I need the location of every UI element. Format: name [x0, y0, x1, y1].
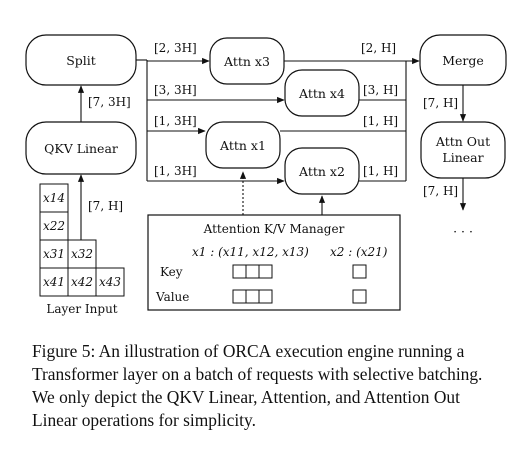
attn-x1-box: [205, 121, 281, 169]
caption-prefix: Figure 5: An illustration of: [32, 341, 223, 361]
label-split-x3: [2, 3H]: [154, 41, 197, 55]
split-label: Split: [66, 53, 96, 68]
attn-out-linear-label-1: Attn Out: [435, 134, 490, 149]
layer-input-cell: x42: [71, 275, 93, 289]
kv-key-cell-x2: [352, 264, 367, 279]
attn-x3-label: Attn x3: [223, 54, 270, 69]
attn-x4-box: [284, 69, 360, 117]
label-x3-merge: [2, H]: [361, 41, 396, 55]
attn-out-linear-label-2: Linear: [442, 150, 483, 165]
label-split-x4: [3, 3H]: [154, 83, 197, 97]
caption-suffix: execution engine running a Transformer l…: [32, 341, 483, 430]
ellipsis: · · ·: [453, 224, 473, 239]
figure-caption: Figure 5: An illustration of ORCA execut…: [32, 340, 502, 432]
layer-input-cell: x41: [43, 275, 65, 289]
kv-x1-header: x1 : (x11, x12, x13): [192, 245, 309, 259]
label-merge-outlinear: [7, H]: [423, 96, 458, 110]
label-input-qkv: [7, H]: [88, 199, 123, 213]
label-split-x2: [1, 3H]: [154, 164, 197, 178]
kv-key-label: Key: [160, 265, 183, 279]
label-x4-out: [3, H]: [363, 83, 398, 97]
kv-manager-box: [147, 214, 401, 311]
caption-orca: ORCA: [222, 341, 272, 361]
label-x1-out: [1, H]: [363, 114, 398, 128]
attn-x1-label: Attn x1: [219, 138, 266, 153]
kv-key-cells-x1: [232, 264, 273, 279]
layer-input-cell: x22: [43, 219, 65, 233]
kv-manager-title: Attention K/V Manager: [203, 222, 345, 236]
kv-value-label: Value: [155, 290, 189, 304]
attn-x4-label: Attn x4: [298, 86, 345, 101]
layer-input-cell: x14: [43, 191, 65, 205]
layer-input-cell: x43: [99, 275, 121, 289]
layer-input-grid: [39, 183, 125, 297]
attn-x2-label: Attn x2: [298, 164, 345, 179]
kv-value-cells-x1: [232, 289, 273, 304]
label-split-x1: [1, 3H]: [154, 114, 197, 128]
label-outlinear-out: [7, H]: [423, 184, 458, 198]
kv-x2-header: x2 : (x21): [330, 245, 388, 259]
attn-x2-box: [284, 147, 360, 195]
label-x2-out: [1, H]: [363, 164, 398, 178]
layer-input-cell: x32: [71, 247, 93, 261]
qkv-linear-label: QKV Linear: [44, 141, 118, 156]
layer-input-cell: x31: [43, 247, 65, 261]
label-qkv-split: [7, 3H]: [88, 95, 131, 109]
layer-input-label: Layer Input: [46, 302, 117, 316]
kv-value-cell-x2: [352, 289, 367, 304]
merge-label: Merge: [442, 53, 484, 68]
